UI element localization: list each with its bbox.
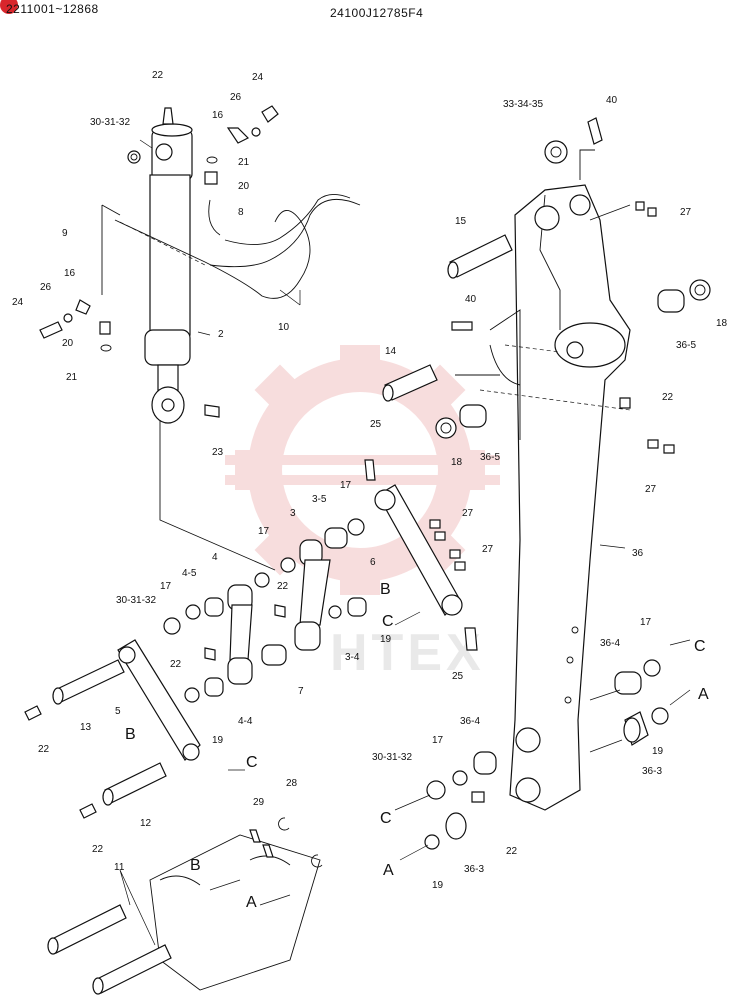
callout-18: 18 [716, 318, 728, 329]
callout-4: 4 [212, 552, 218, 563]
callout-30-31-32: 30-31-32 [116, 595, 156, 606]
callout-26: 26 [40, 282, 52, 293]
part-number: 24100J12785F4 [330, 6, 424, 20]
callout-21: 21 [238, 157, 250, 168]
red-badge-icon [0, 0, 18, 14]
callout-22: 22 [92, 844, 104, 855]
callout-24: 24 [12, 297, 24, 308]
callout-3-5: 3-5 [312, 494, 327, 505]
callout-16: 16 [212, 110, 224, 121]
callout-20: 20 [238, 181, 250, 192]
callout-22: 22 [506, 846, 518, 857]
ref-letter-a: A [246, 894, 257, 911]
callout-36-4: 36-4 [460, 716, 480, 727]
callout-28: 28 [286, 778, 298, 789]
callout-25: 25 [370, 419, 382, 430]
bushings-lower-right [424, 659, 669, 850]
callout-25: 25 [452, 671, 464, 682]
callout-19: 19 [652, 746, 664, 757]
link-6 [364, 459, 478, 651]
callout-8: 8 [238, 207, 244, 218]
serial-range: 2211001~12868 [0, 0, 99, 16]
link-5-pins [24, 639, 201, 819]
callout-22: 22 [152, 70, 164, 81]
callout-7: 7 [298, 686, 304, 697]
callout-21: 21 [66, 372, 78, 383]
callout-4-5: 4-5 [182, 568, 197, 579]
callout-12: 12 [140, 818, 152, 829]
callout-17: 17 [432, 735, 444, 746]
callout-36-5: 36-5 [480, 452, 500, 463]
callout-5: 5 [115, 706, 121, 717]
callout-18: 18 [451, 457, 463, 468]
arm-bracket-lower [47, 817, 323, 995]
pins-and-bushings-upper [382, 117, 711, 454]
callout-17: 17 [258, 526, 270, 537]
callout-30-31-32: 30-31-32 [90, 117, 130, 128]
callout-19: 19 [432, 880, 444, 891]
callout-36-4: 36-4 [600, 638, 620, 649]
callout-17: 17 [340, 480, 352, 491]
callout-22: 22 [662, 392, 674, 403]
callout-36: 36 [632, 548, 644, 559]
callout-24: 24 [252, 72, 264, 83]
callout-17: 17 [640, 617, 652, 628]
callout-19: 19 [212, 735, 224, 746]
fittings-top [39, 105, 279, 418]
ref-letter-c: C [380, 810, 392, 827]
serial-range-text: 2211001~12868 [6, 2, 99, 16]
callout-17: 17 [160, 581, 172, 592]
callout-27: 27 [482, 544, 494, 555]
callout-30-31-32: 30-31-32 [372, 752, 412, 763]
ref-letter-c: C [246, 754, 258, 771]
callout-19: 19 [380, 634, 392, 645]
callout-36-3: 36-3 [464, 864, 484, 875]
callout-15: 15 [455, 216, 467, 227]
callout-33-34-35: 33-34-35 [503, 99, 543, 110]
callout-3-4: 3-4 [345, 652, 360, 663]
callout-9: 9 [62, 228, 68, 239]
hoses [101, 194, 361, 299]
callout-14: 14 [385, 346, 397, 357]
ref-letter-a: A [383, 862, 394, 879]
callout-20: 20 [62, 338, 74, 349]
callout-labels: 22 24 26 16 30-31-32 21 20 8 9 16 26 24 … [12, 70, 728, 891]
callout-11: 11 [114, 862, 125, 873]
callout-22: 22 [38, 744, 50, 755]
callout-22: 22 [277, 581, 289, 592]
ref-letter-c: C [382, 613, 394, 630]
watermark-text: HTEX [330, 624, 485, 682]
callout-29: 29 [253, 797, 265, 808]
boom-cylinder [144, 107, 193, 424]
callout-23: 23 [212, 447, 224, 458]
callout-22: 22 [170, 659, 182, 670]
ref-letter-b: B [190, 857, 201, 874]
callout-40: 40 [606, 95, 618, 106]
callout-27: 27 [462, 508, 474, 519]
callout-2: 2 [218, 329, 224, 340]
callout-16: 16 [64, 268, 76, 279]
reference-letters: B C B C C A C A B A [125, 581, 709, 911]
ref-letter-b: B [125, 726, 136, 743]
callout-6: 6 [370, 557, 376, 568]
callout-36-3: 36-3 [642, 766, 662, 777]
callout-40: 40 [465, 294, 477, 305]
links-3-4 [163, 518, 367, 703]
callout-27: 27 [645, 484, 657, 495]
callout-27: 27 [680, 207, 692, 218]
ref-letter-a: A [698, 686, 709, 703]
ref-letter-b: B [380, 581, 391, 598]
ref-letter-c: C [694, 638, 706, 655]
callout-3: 3 [290, 508, 296, 519]
callout-36-5: 36-5 [676, 340, 696, 351]
leader-lines [119, 139, 691, 946]
callout-10: 10 [278, 322, 290, 333]
callout-13: 13 [80, 722, 92, 733]
boom-main [489, 184, 631, 811]
callout-26: 26 [230, 92, 242, 103]
callout-4-4: 4-4 [238, 716, 253, 727]
